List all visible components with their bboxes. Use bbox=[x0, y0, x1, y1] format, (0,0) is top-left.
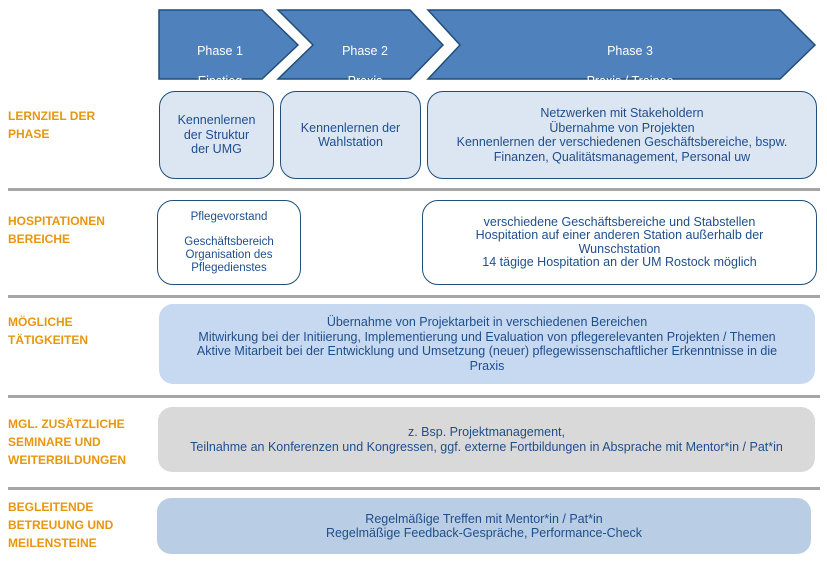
row-label-taetigkeiten: MÖGLICHE TÄTIGKEITEN bbox=[8, 315, 88, 347]
row-label-lernziel: LERNZIEL DER PHASE bbox=[8, 109, 96, 141]
box-line: Kennenlernen der verschiedenen Geschäfts… bbox=[456, 135, 788, 149]
phase-3-subtitle: Praxis / Trainee bbox=[586, 74, 674, 88]
phase-2-arrow bbox=[276, 9, 445, 80]
box-line: Finanzen, Qualitätsmanagement, Personal … bbox=[493, 149, 751, 164]
box-line: Wunschstation bbox=[578, 241, 661, 256]
phase-3-title: Phase 3 bbox=[607, 44, 653, 58]
lernziel-phase-3-box: Netzwerken mit Stakeholdern Übernahme vo… bbox=[427, 91, 817, 179]
box-line: Mitwirkung bei der Initiierung, Implemen… bbox=[198, 329, 776, 344]
box-line: Übernahme von Projekten bbox=[549, 120, 695, 135]
box-line: Hospitation auf einer anderen Station au… bbox=[475, 228, 764, 242]
phase-2-title: Phase 2 bbox=[342, 44, 388, 58]
seminare-box: z. Bsp. Projektmanagement, Teilnahme an … bbox=[158, 407, 815, 472]
phase-1-label: Phase 1 Einstieg bbox=[165, 29, 275, 104]
phase-2-subtitle: Praxis bbox=[347, 74, 383, 88]
phase-3-label: Phase 3 Praxis / Trainee bbox=[530, 29, 730, 104]
box-line: 14 tägige Hospitation an der UM Rostock … bbox=[482, 255, 757, 269]
box-line: Kennenlernen der bbox=[300, 120, 401, 135]
box-line: verschiedene Geschäftsbereiche und Stabs… bbox=[483, 214, 756, 229]
box-line: Übernahme von Projektarbeit in verschied… bbox=[326, 315, 648, 329]
box-line: der Struktur bbox=[183, 127, 250, 142]
hospitationen-phase-3-box: verschiedene Geschäftsbereiche und Stabs… bbox=[422, 200, 817, 285]
taetigkeiten-box: Übernahme von Projektarbeit in verschied… bbox=[159, 304, 815, 384]
box-line: Geschäftsbereich bbox=[184, 235, 274, 248]
box-line: z. Bsp. Projektmanagement, bbox=[407, 425, 566, 439]
row-label-seminare: MGL. ZUSÄTZLICHE SEMINARE UND WEITERBILD… bbox=[8, 417, 126, 467]
box-line: der UMG bbox=[191, 142, 242, 157]
betreuung-box: Regelmäßige Treffen mit Mentor*in / Pat*… bbox=[157, 498, 811, 554]
phase-3-arrow bbox=[426, 9, 817, 80]
phase-2-label: Phase 2 Praxis bbox=[310, 29, 420, 104]
box-line: Pflegevorstand bbox=[190, 210, 268, 223]
box-line: Regelmäßige Treffen mit Mentor*in / Pat*… bbox=[365, 511, 603, 526]
phase-1-arrow bbox=[158, 9, 300, 80]
box-line: Regelmäßige Feedback-Gespräche, Performa… bbox=[325, 526, 643, 540]
box-line: Organisation des bbox=[185, 248, 273, 261]
box-line: Teilnahme an Konferenzen und Kongressen,… bbox=[190, 439, 783, 454]
hospitationen-phase-1-box: Pflegevorstand Geschäftsbereich Organisa… bbox=[157, 200, 301, 285]
lernziel-phase-2-box: Kennenlernen der Wahlstation bbox=[280, 91, 421, 179]
box-line: Kennenlernen bbox=[177, 113, 256, 128]
row-label-hospitationen: HOSPITATIONEN BEREICHE bbox=[8, 214, 105, 246]
phase-1-subtitle: Einstieg bbox=[197, 74, 243, 88]
phase-arrows bbox=[158, 9, 817, 80]
row-divider bbox=[8, 188, 820, 191]
phase-1-title: Phase 1 bbox=[197, 44, 243, 58]
box-line: Netzwerken mit Stakeholdern bbox=[540, 106, 704, 120]
lernziel-phase-1-box: Kennenlernen der Struktur der UMG bbox=[159, 91, 274, 179]
row-divider bbox=[8, 487, 820, 490]
box-line: Praxis bbox=[469, 358, 505, 373]
row-divider bbox=[8, 395, 820, 398]
box-line: Aktive Mitarbeit bei der Entwicklung und… bbox=[196, 344, 778, 358]
box-line: Wahlstation bbox=[318, 135, 383, 149]
row-label-betreuung: BEGLEITENDE BETREUUNG UND MEILENSTEINE bbox=[8, 500, 114, 550]
box-line: Pflegedienstes bbox=[191, 261, 267, 274]
row-divider bbox=[8, 295, 820, 298]
